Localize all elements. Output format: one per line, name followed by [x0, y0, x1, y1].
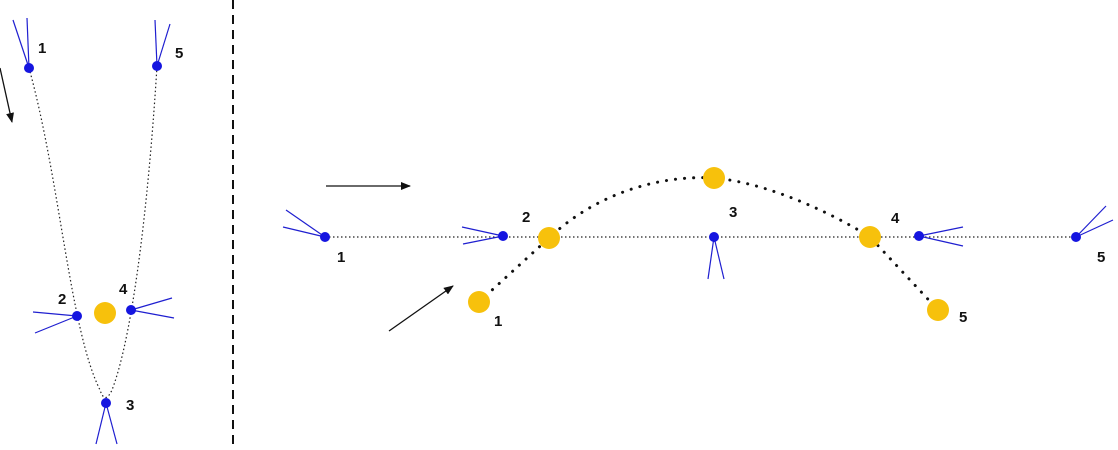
sun-icon — [468, 291, 490, 313]
right-panel: 1 3 5 1 2 4 — [282, 167, 1114, 332]
comet-icon — [1071, 205, 1114, 242]
sun-icon — [538, 227, 560, 249]
sun-label: 5 — [959, 309, 967, 326]
comet-icon — [282, 209, 330, 242]
comet-label: 5 — [175, 45, 183, 62]
comet-icon — [32, 311, 82, 334]
comet-icon — [707, 232, 725, 280]
sun-icon — [927, 299, 949, 321]
sun-icon — [859, 226, 881, 248]
comet-label: 2 — [58, 291, 66, 308]
comet-icon — [95, 398, 118, 445]
comet-icon — [152, 19, 171, 71]
comet-icon — [461, 226, 508, 245]
sun-icon — [94, 302, 116, 324]
left-panel: 1 2 3 4 5 — [0, 17, 183, 445]
direction-arrow-icon — [0, 67, 14, 123]
comet-label: 1 — [38, 40, 46, 57]
comet-icon — [126, 297, 175, 319]
sun-label: 3 — [729, 204, 737, 221]
comet-label: 4 — [119, 281, 128, 298]
comet-label: 1 — [337, 249, 345, 266]
left-orbit-path — [28, 65, 158, 399]
comet-icon — [12, 17, 34, 73]
comet-label: 5 — [1097, 249, 1105, 266]
comet-icon — [914, 226, 964, 247]
comet-label: 3 — [126, 397, 134, 414]
comet-label: 2 — [522, 209, 530, 226]
direction-arrow-icon — [388, 285, 454, 332]
sun-icon — [703, 167, 725, 189]
sun-label: 1 — [494, 313, 502, 330]
comet-label: 4 — [891, 210, 900, 227]
